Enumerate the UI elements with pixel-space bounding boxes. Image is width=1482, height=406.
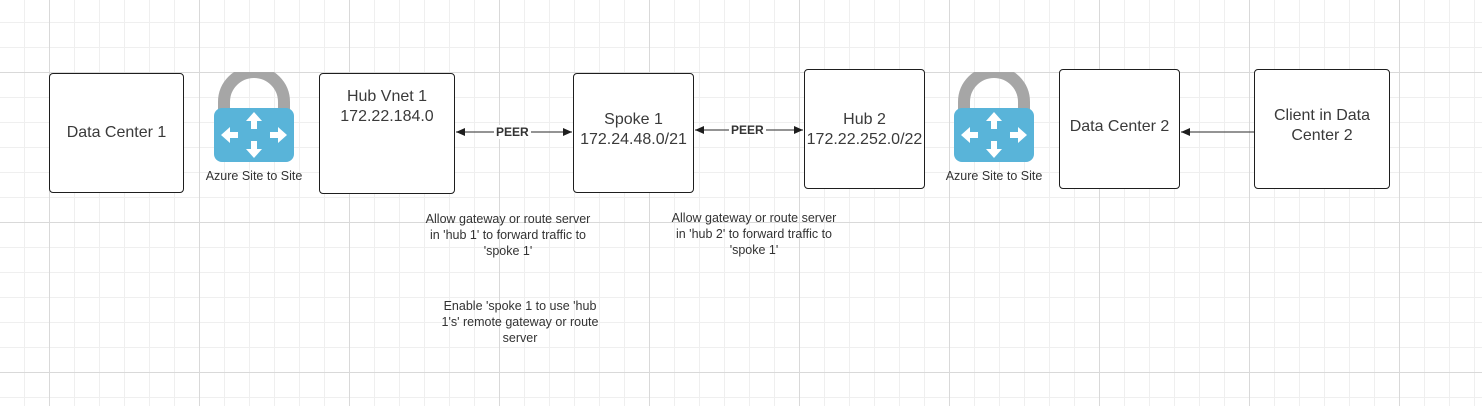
spoke-1-box[interactable]: Spoke 1 172.24.48.0/21 xyxy=(573,73,694,193)
data-center-2-box[interactable]: Data Center 2 xyxy=(1059,69,1180,189)
note-hub1-forward-line: in 'hub 1' to forward traffic to xyxy=(429,228,586,242)
note-hub1-forward-line: Allow gateway or route server xyxy=(425,212,591,226)
note-hub1-forward: Allow gateway or route server in 'hub 1'… xyxy=(408,211,608,259)
azure-vpn-gateway-icon[interactable] xyxy=(952,72,1036,164)
gateway-2-label: Azure Site to Site xyxy=(945,169,1043,183)
data-center-2-label: Data Center 2 xyxy=(1069,118,1170,135)
note-spoke-remote-line: 1's' remote gateway or route xyxy=(441,315,599,329)
note-spoke-remote-line: Enable 'spoke 1 to use 'hub xyxy=(443,299,597,313)
data-center-1-label: Data Center 1 xyxy=(66,124,167,141)
spoke-1-name: Spoke 1 xyxy=(604,111,663,128)
hub-2-cidr: 172.22.252.0/22 xyxy=(806,131,923,148)
azure-vpn-gateway-icon[interactable] xyxy=(212,72,296,164)
hub-2-name: Hub 2 xyxy=(843,111,886,128)
note-hub2-forward: Allow gateway or route server in 'hub 2'… xyxy=(654,210,854,258)
peer-label-2: PEER xyxy=(729,123,766,137)
note-spoke-remote-line: server xyxy=(502,331,538,345)
client-dc2-label-line2: Center 2 xyxy=(1291,127,1353,144)
peer-label-1: PEER xyxy=(494,125,531,139)
data-center-1-box[interactable]: Data Center 1 xyxy=(49,73,184,193)
note-hub2-forward-line: 'spoke 1' xyxy=(729,243,779,257)
hub-vnet-1-cidr: 172.22.184.0 xyxy=(340,108,434,125)
client-dc2-label-line1: Client in Data xyxy=(1273,107,1371,124)
note-hub1-forward-line: 'spoke 1' xyxy=(483,244,533,258)
note-spoke-remote-gateway: Enable 'spoke 1 to use 'hub 1's' remote … xyxy=(420,298,620,346)
hub-vnet-1-box[interactable]: Hub Vnet 1 172.22.184.0 xyxy=(319,73,455,194)
gateway-1-label: Azure Site to Site xyxy=(205,169,303,183)
spoke-1-cidr: 172.24.48.0/21 xyxy=(580,131,687,148)
client-dc2-box[interactable]: Client in Data Center 2 xyxy=(1254,69,1390,189)
hub-2-box[interactable]: Hub 2 172.22.252.0/22 xyxy=(804,69,925,189)
note-hub2-forward-line: in 'hub 2' to forward traffic to xyxy=(675,227,832,241)
hub-vnet-1-name: Hub Vnet 1 xyxy=(346,88,428,105)
note-hub2-forward-line: Allow gateway or route server xyxy=(671,211,837,225)
